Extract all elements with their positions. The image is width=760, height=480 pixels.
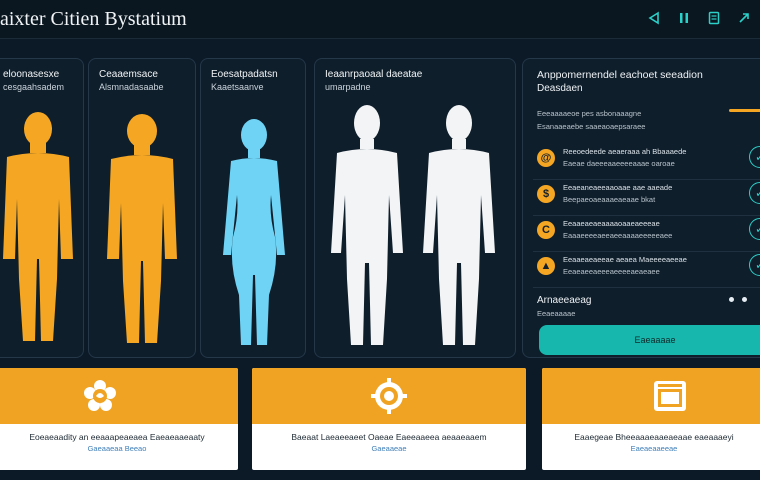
check-icon[interactable]: ✓ xyxy=(749,254,760,276)
details-panel: Anppomernendel eachoet seeadion Deasdaen… xyxy=(522,58,760,358)
list-item-title: Eeaeaneaeeaaoaae aae aaeade xyxy=(563,183,673,192)
cloud-icon: C xyxy=(537,221,555,239)
document-icon[interactable] xyxy=(706,10,722,26)
card-title: Baeaat Laeaeeaeet Oaeae Eaeeaaeea aeaaea… xyxy=(291,432,487,442)
panel-title: Eoesatpadatsn xyxy=(211,69,278,80)
list-item-title: Eeaaeaeaeeae aeaea Maeeeeaeeae xyxy=(563,255,687,264)
details-title: Anppomernendel eachoet seeadion xyxy=(537,69,703,81)
card-link[interactable]: Gaeaaeaa Beeao xyxy=(87,444,147,453)
list-item[interactable]: C Eeaaeaeaeaaaaoaaeaeeeae Eaaaeeeeaeeaee… xyxy=(533,211,760,252)
share-icon[interactable] xyxy=(736,10,752,26)
panel-title: eloonasesxe xyxy=(3,69,60,80)
list-item-subtitle: Beepaeoaeaaaeaeaae bkat xyxy=(563,195,656,204)
panel-title: Ceaaemsace xyxy=(99,69,158,80)
accent-bar xyxy=(729,109,760,112)
feature-card-1[interactable]: Eoeaeaadity an eeaaapeaeaea Eaeaeaaeaaty… xyxy=(0,368,238,470)
card-title: Eoeaeaadity an eeaaapeaeaea Eaeaeaaeaaty xyxy=(29,432,205,442)
body-figure-icon xyxy=(423,105,495,345)
profile-panel-4[interactable]: Ieaanrpaoaal daeatae umarpadne xyxy=(314,58,516,358)
profile-panel-1[interactable]: eloonasesxe cesgaahsadem xyxy=(0,58,84,358)
card-header xyxy=(0,368,238,424)
list-item[interactable]: $ Eeaeaneaeeaaoaae aae aaeade Beepaeoaea… xyxy=(533,175,760,216)
check-icon[interactable]: ✓ xyxy=(749,146,760,168)
calendar-box-icon xyxy=(654,381,686,411)
panel-title: Ieaanrpaoaal daeatae xyxy=(325,69,423,80)
body-figure-icon xyxy=(223,119,285,345)
profile-panel-3[interactable]: Eoesatpadatsn Kaaetsaanve xyxy=(200,58,306,358)
details-subtitle: Deasdaen xyxy=(537,83,583,94)
list-item-title: Reeoedeede aeaeraaa ah Bbaaaede xyxy=(563,147,687,156)
body-figure-icon xyxy=(331,105,403,345)
back-arrow-icon[interactable] xyxy=(646,10,662,26)
top-bar: aixter Citien Bystatium xyxy=(0,0,760,39)
app-title: aixter Citien Bystatium xyxy=(0,8,187,30)
feature-card-2[interactable]: Baeaat Laeaeeaeet Oaeae Eaeeaaeea aeaaea… xyxy=(252,368,526,470)
status-subtitle: Eeaeaaaae xyxy=(537,309,576,318)
lock-icon: ▲ xyxy=(537,257,555,275)
gear-badge-icon xyxy=(371,378,407,414)
details-line-2: Esanaaeaebe saaeaoaepsaraee xyxy=(537,122,646,131)
top-toolbar xyxy=(646,10,752,26)
list-item-subtitle: Eaaaeeeeaeeaeeaaaaeeeeeaee xyxy=(563,231,673,240)
pause-icon[interactable] xyxy=(676,10,692,26)
list-item-subtitle: Eaeae daeeeaaeeeeaaae oaroae xyxy=(563,159,675,168)
details-line-1: Eeeaaaaeoe pes asbonaaagne xyxy=(537,109,642,118)
panel-subtitle: umarpadne xyxy=(325,82,371,92)
gear-flower-icon xyxy=(84,380,116,411)
profile-panel-2[interactable]: Ceaaemsace Alsmnadasaabe xyxy=(88,58,196,358)
dollar-icon: $ xyxy=(537,185,555,203)
body-figure-icon xyxy=(107,114,177,343)
card-link[interactable]: Gaeaaeae xyxy=(371,444,407,453)
spiral-icon: @ xyxy=(537,149,555,167)
list-item[interactable]: @ Reeoedeede aeaeraaa ah Bbaaaede Eaeae … xyxy=(533,139,760,180)
primary-action-button[interactable]: Eaeaaaae xyxy=(539,325,760,355)
card-title: Eaaegeae Bheeaaaeaaeaeaae eaeaaaeyi xyxy=(574,432,734,442)
panel-subtitle: cesgaahsadem xyxy=(3,82,65,92)
card-link[interactable]: Eaeaeaaeeae xyxy=(630,444,678,453)
check-icon[interactable]: ✓ xyxy=(749,182,760,204)
status-title: Arnaeeaeag xyxy=(537,295,592,306)
list-item-subtitle: Eeaeaeeaeeeaeeeeaeaeaee xyxy=(563,267,660,276)
feature-card-3[interactable]: Eaaegeae Bheeaaaeaaeaeaae eaeaaaeyi Eaea… xyxy=(542,368,760,470)
list-item-title: Eeaaeaeaeaaaaoaaeaeeeae xyxy=(563,219,660,228)
pagination-dots[interactable] xyxy=(729,297,747,302)
card-header xyxy=(542,368,760,424)
panel-subtitle: Kaaetsaanve xyxy=(211,82,264,92)
list-item[interactable]: ▲ Eeaaeaeaeeae aeaea Maeeeeaeeae Eeaeaee… xyxy=(533,247,760,288)
body-figure-icon xyxy=(3,112,73,341)
check-icon[interactable]: ✓ xyxy=(749,218,760,240)
panel-subtitle: Alsmnadasaabe xyxy=(99,82,164,92)
